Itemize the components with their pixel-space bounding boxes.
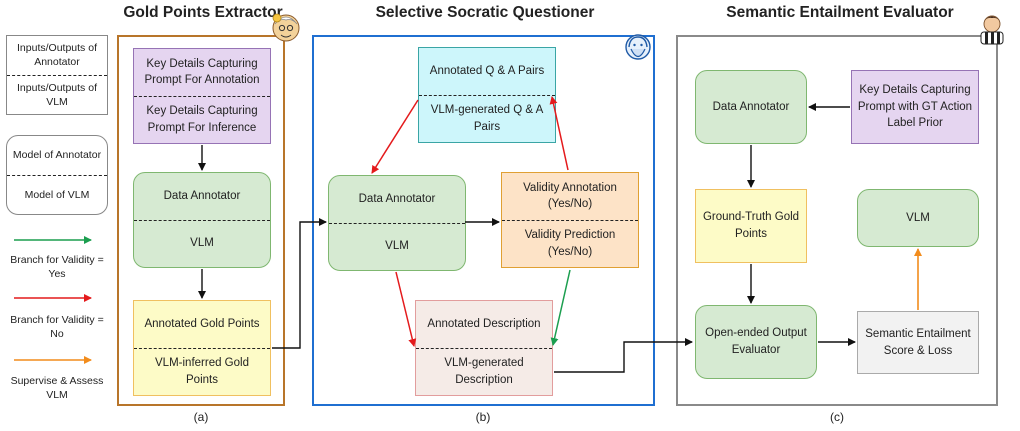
validity-annotation: Validity Annotation (Yes/No) [523,181,617,211]
arrow-qa-to-model-red [371,99,419,174]
data-annotator-c-label: Data Annotator [712,100,790,113]
score-loss-label: Semantic Entailment Score & Loss [865,327,971,357]
arrow-model-to-description-red [395,271,417,347]
prompt-annotation-label: Key Details Capturing Prompt For Annotat… [144,57,260,87]
validity-box: Validity Annotation (Yes/No) Validity Pr… [501,172,639,268]
model-box-b: Data Annotator VLM [328,175,466,271]
prompt-box-c: Key Details Capturing Prompt with GT Act… [851,70,979,144]
legend-io-vlm: Inputs/Outputs of VLM [7,74,107,115]
validity-prediction: Validity Prediction (Yes/No) [502,219,638,268]
arrow-gold-to-model-b [272,218,327,349]
legend-io-box: Inputs/Outputs of Annotator Inputs/Outpu… [6,35,108,115]
vlm-generated-qa-pairs: VLM-generated Q & A Pairs [419,94,555,143]
prompt-inference-label: Key Details Capturing Prompt For Inferen… [134,95,270,144]
legend-io-annotator: Inputs/Outputs of Annotator [17,42,97,69]
title-semantic-entailment-evaluator: Semantic Entailment Evaluator [726,4,954,21]
annotated-qa-pairs: Annotated Q & A Pairs [429,64,545,77]
model-b-annotator: Data Annotator [358,192,436,205]
socrates-head-icon [625,34,651,60]
model-a-annotator: Data Annotator [163,189,241,202]
scientist-icon [272,13,300,42]
panel-semantic-entailment-evaluator [676,35,998,406]
vlm-box-c: VLM [857,189,979,247]
vlm-generated-description: VLM-generated Description [416,347,552,396]
caption-a: (a) [193,410,209,424]
vlm-c-label: VLM [906,211,930,224]
evaluator-box: Open-ended Output Evaluator [695,305,817,379]
panel-selective-socratic-questioner [312,35,655,406]
legend-model-vlm: Model of VLM [7,174,107,215]
ground-truth-gold-points: Ground-Truth Gold Points [702,211,800,240]
vlm-inferred-gold-points: VLM-inferred Gold Points [134,347,270,396]
gold-points-box-a: Annotated Gold Points VLM-inferred Gold … [133,300,271,396]
arrow-description-to-evaluator [554,338,693,373]
panel-gold-points-extractor [117,35,285,406]
caption-c: (c) [830,410,844,424]
title-selective-socratic-questioner: Selective Socratic Questioner [375,4,595,21]
ground-truth-box: Ground-Truth Gold Points [695,189,807,263]
annotated-gold-points: Annotated Gold Points [144,317,260,330]
prompt-gt-prior-label: Key Details Capturing Prompt with GT Act… [857,83,973,130]
legend-model-box: Model of Annotator Model of VLM [6,135,108,215]
title-gold-points-extractor: Gold Points Extractor [123,4,283,21]
arrow-validity-to-qa-red [549,96,569,171]
score-box: Semantic Entailment Score & Loss [857,311,979,374]
referee-icon [980,15,1004,45]
arrow-validity-to-description-green [550,269,571,346]
annotated-description: Annotated Description [427,317,541,330]
data-annotator-box-c: Data Annotator [695,70,807,144]
legend-model-annotator: Model of Annotator [12,149,102,162]
prompt-box-a: Key Details Capturing Prompt For Annotat… [133,48,271,144]
legend-yes-label: Branch for Validity = Yes [10,254,104,281]
legend-no-label: Branch for Validity = No [10,314,104,341]
model-box-a: Data Annotator VLM [133,172,271,268]
description-box: Annotated Description VLM-generated Desc… [415,300,553,396]
evaluator-label: Open-ended Output Evaluator [705,327,807,356]
caption-b: (b) [475,410,491,424]
qa-pairs-box: Annotated Q & A Pairs VLM-generated Q & … [418,47,556,143]
model-b-vlm: VLM [329,222,465,271]
model-a-vlm: VLM [134,219,270,268]
legend-supervise-label: Supervise & Assess VLM [10,375,104,402]
